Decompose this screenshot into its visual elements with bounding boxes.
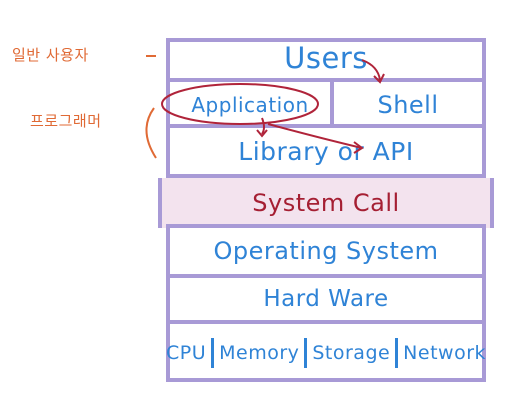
hardware-label: Hard Ware — [263, 286, 389, 312]
library-api-layer: Library or API — [166, 128, 486, 178]
application-cell: Application — [170, 82, 330, 128]
shell-cell: Shell — [330, 82, 482, 128]
operating-system-layer: Operating System — [166, 228, 486, 278]
general-user-annotation: 일반 사용자 — [12, 46, 89, 64]
network-label: Network — [403, 342, 487, 364]
separator — [211, 338, 215, 368]
separator — [304, 338, 308, 368]
cpu-label: CPU — [166, 342, 207, 364]
hardware-layer: Hard Ware — [166, 278, 486, 324]
users-label: Users — [284, 41, 368, 75]
general-user-dash — [146, 55, 156, 57]
memory-label: Memory — [219, 342, 300, 364]
system-call-label: System Call — [252, 189, 400, 217]
programmer-annotation: 프로그래머 — [30, 112, 102, 130]
shell-label: Shell — [377, 91, 439, 119]
library-api-label: Library or API — [238, 136, 414, 166]
programmer-bracket — [145, 107, 157, 159]
storage-label: Storage — [312, 342, 391, 364]
users-layer: Users — [166, 38, 486, 82]
hardware-parts-layer: CPU Memory Storage Network — [166, 324, 486, 382]
separator — [395, 338, 399, 368]
application-label: Application — [191, 93, 309, 117]
operating-system-label: Operating System — [213, 237, 439, 265]
system-call-divider — [166, 224, 486, 228]
system-call-layer: System Call — [158, 178, 494, 228]
